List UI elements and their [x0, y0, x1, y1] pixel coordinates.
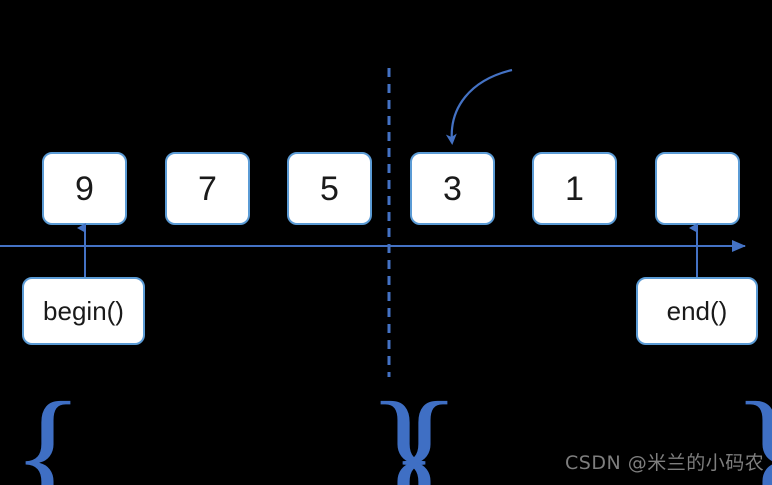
brace-right-close: } [732, 380, 772, 485]
vector-cell: 5 [287, 152, 372, 225]
brace-middle-open: { [389, 372, 461, 485]
vector-cell-empty [655, 152, 740, 225]
brace-middle-close: } [367, 372, 439, 485]
end-iterator-box: end() [636, 277, 758, 345]
watermark-text: CSDN @米兰的小码农 [565, 452, 765, 474]
begin-iterator-box: begin() [22, 277, 145, 345]
vector-cell: 3 [410, 152, 495, 225]
brace-left-open: { [12, 372, 84, 485]
vector-cell: 9 [42, 152, 127, 225]
curved-annotation-arrow [445, 68, 513, 145]
vector-cell: 7 [165, 152, 250, 225]
vector-cell: 1 [532, 152, 617, 225]
